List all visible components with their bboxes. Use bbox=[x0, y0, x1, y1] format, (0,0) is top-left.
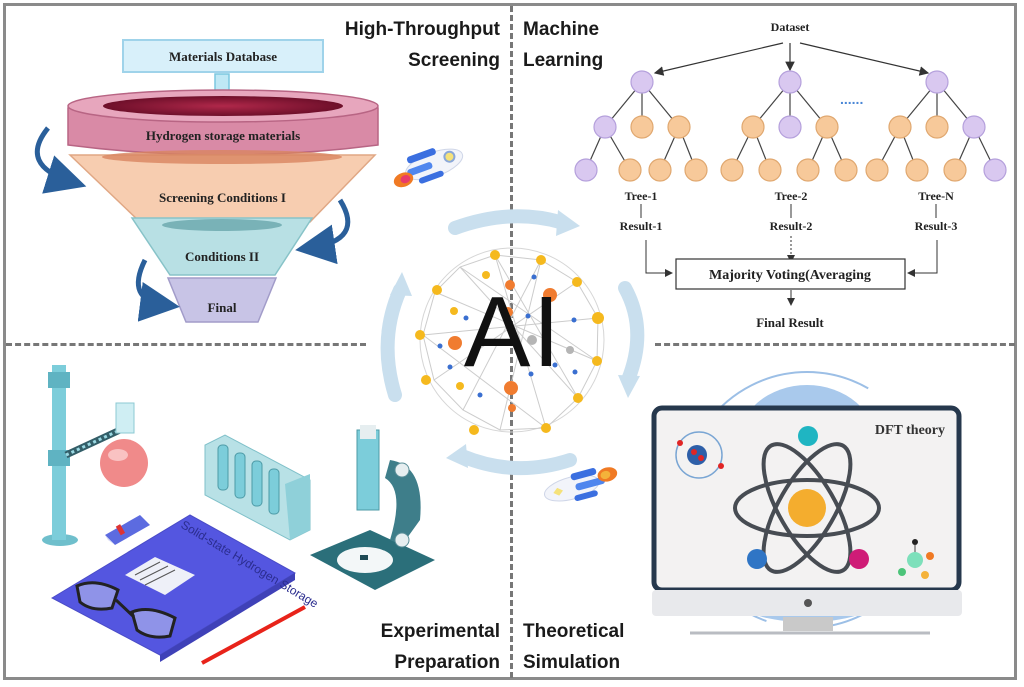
tree-label: Tree-1 bbox=[625, 189, 658, 203]
arrow bbox=[653, 42, 784, 76]
label-line: Machine bbox=[523, 19, 600, 40]
label-line: Experimental bbox=[380, 621, 500, 642]
electron bbox=[798, 426, 818, 446]
cycle-arrow-icon bbox=[618, 281, 645, 387]
decision-trees bbox=[574, 70, 1007, 182]
pencil-icon bbox=[201, 605, 306, 665]
tree-internal-node bbox=[593, 115, 617, 139]
label-line: Screening bbox=[408, 50, 500, 71]
tree-leaf-node bbox=[648, 158, 672, 182]
monitor-icon: DFT theory bbox=[651, 371, 962, 635]
curved-arrow-icon bbox=[135, 258, 180, 322]
tree-leaf-node bbox=[983, 158, 1007, 182]
result-label: Result-3 bbox=[915, 219, 958, 233]
horizontal-divider-right bbox=[655, 343, 1015, 346]
result-label: Result-1 bbox=[620, 219, 663, 233]
microscope-icon bbox=[310, 425, 435, 590]
cycle-arrow-icon bbox=[455, 449, 577, 476]
label-line: Simulation bbox=[523, 652, 621, 673]
label-experimental-preparation: Experimental Preparation bbox=[300, 616, 500, 678]
tree-ellipsis: ...... bbox=[840, 91, 863, 107]
cycle-arrow-icon bbox=[380, 283, 407, 402]
atom-icon bbox=[733, 442, 881, 574]
tree-leaf-node bbox=[758, 158, 782, 182]
dataset-label: Dataset bbox=[771, 20, 810, 34]
label-machine-learning: Machine Learning bbox=[523, 14, 673, 76]
materials-database-label: Materials Database bbox=[169, 49, 277, 64]
funnel-layer-2-label: Screening Conditions I bbox=[159, 190, 286, 205]
ai-label: AI bbox=[463, 276, 563, 388]
random-forest-diagram: ...... Tree-1 Tree-2 Tree-N Result-1 Res… bbox=[574, 20, 1007, 330]
tree-leaf-node bbox=[684, 158, 708, 182]
arrowhead-icon bbox=[390, 272, 412, 296]
glasses-icon bbox=[75, 581, 177, 639]
funnel-layer-3-label: Conditions II bbox=[184, 249, 260, 264]
test-tube-rack-icon bbox=[204, 434, 311, 541]
tree-leaf-node bbox=[720, 158, 744, 182]
tree-internal-node bbox=[667, 115, 691, 139]
funnel-layer-3 bbox=[130, 217, 314, 276]
curved-arrow-icon bbox=[34, 126, 87, 194]
tree-internal-node bbox=[630, 115, 654, 139]
tree-leaf-node bbox=[574, 158, 598, 182]
result-label: Result-2 bbox=[770, 219, 813, 233]
tree-label: Tree-2 bbox=[775, 189, 808, 203]
label-high-throughput-screening: High-Throughput Screening bbox=[300, 14, 500, 76]
cycle-arrows bbox=[380, 209, 645, 476]
neural-network-icon bbox=[415, 247, 605, 435]
final-result-label: Final Result bbox=[756, 315, 824, 330]
arrowhead-icon bbox=[618, 375, 640, 398]
tree-internal-node bbox=[962, 115, 986, 139]
arrowhead-icon bbox=[446, 444, 468, 468]
tree-internal-node bbox=[815, 115, 839, 139]
label-line: High-Throughput bbox=[344, 19, 500, 40]
majority-voting-label: Majority Voting(Averaging bbox=[709, 268, 871, 283]
tree-internal-node bbox=[741, 115, 765, 139]
curved-arrow-icon bbox=[295, 198, 351, 265]
rocket-icon bbox=[393, 148, 464, 188]
tree-root-node bbox=[925, 70, 949, 94]
tree-internal-node bbox=[778, 115, 802, 139]
label-line: Learning bbox=[523, 50, 604, 71]
funnel-layer-4 bbox=[166, 277, 278, 323]
tree-leaf-node bbox=[865, 158, 889, 182]
funnel-layer-1-label: Hydrogen storage materials bbox=[145, 128, 301, 143]
lab-equipment: Solid-state Hydrogen Storage bbox=[42, 365, 435, 665]
usb-drive-icon bbox=[105, 515, 150, 545]
tree-leaf-node bbox=[618, 158, 642, 182]
tree-leaf-node bbox=[905, 158, 929, 182]
tree-label: Tree-N bbox=[918, 189, 954, 203]
arrowhead-icon bbox=[556, 210, 580, 236]
electron bbox=[747, 549, 767, 569]
label-theoretical-simulation: Theoretical Simulation bbox=[523, 616, 673, 678]
materials-database-box bbox=[122, 39, 324, 73]
atom-nucleus bbox=[788, 489, 826, 527]
label-line: Preparation bbox=[394, 652, 500, 673]
tree-internal-node bbox=[888, 115, 912, 139]
nucleus-icon bbox=[675, 431, 724, 479]
funnel-layer-2 bbox=[68, 154, 377, 223]
retort-stand-flask-icon bbox=[42, 365, 148, 546]
molecule-icon bbox=[898, 539, 934, 579]
tree-root-node bbox=[778, 70, 802, 94]
vertical-divider bbox=[510, 6, 513, 678]
tree-root-node bbox=[630, 70, 654, 94]
tree-leaf-node bbox=[834, 158, 858, 182]
cycle-arrow-icon bbox=[448, 209, 567, 235]
rocket-icon bbox=[544, 467, 618, 502]
tree-leaf-node bbox=[796, 158, 820, 182]
arrow bbox=[799, 42, 930, 76]
label-line: Theoretical bbox=[523, 621, 625, 642]
electron bbox=[849, 549, 869, 569]
tree-leaf-node bbox=[943, 158, 967, 182]
screening-funnel bbox=[34, 39, 379, 323]
dft-theory-label: DFT theory bbox=[875, 423, 945, 438]
horizontal-divider-left bbox=[6, 343, 366, 346]
tree-internal-node bbox=[925, 115, 949, 139]
funnel-layer-4-label: Final bbox=[207, 300, 237, 315]
majority-voting-box bbox=[675, 258, 906, 290]
